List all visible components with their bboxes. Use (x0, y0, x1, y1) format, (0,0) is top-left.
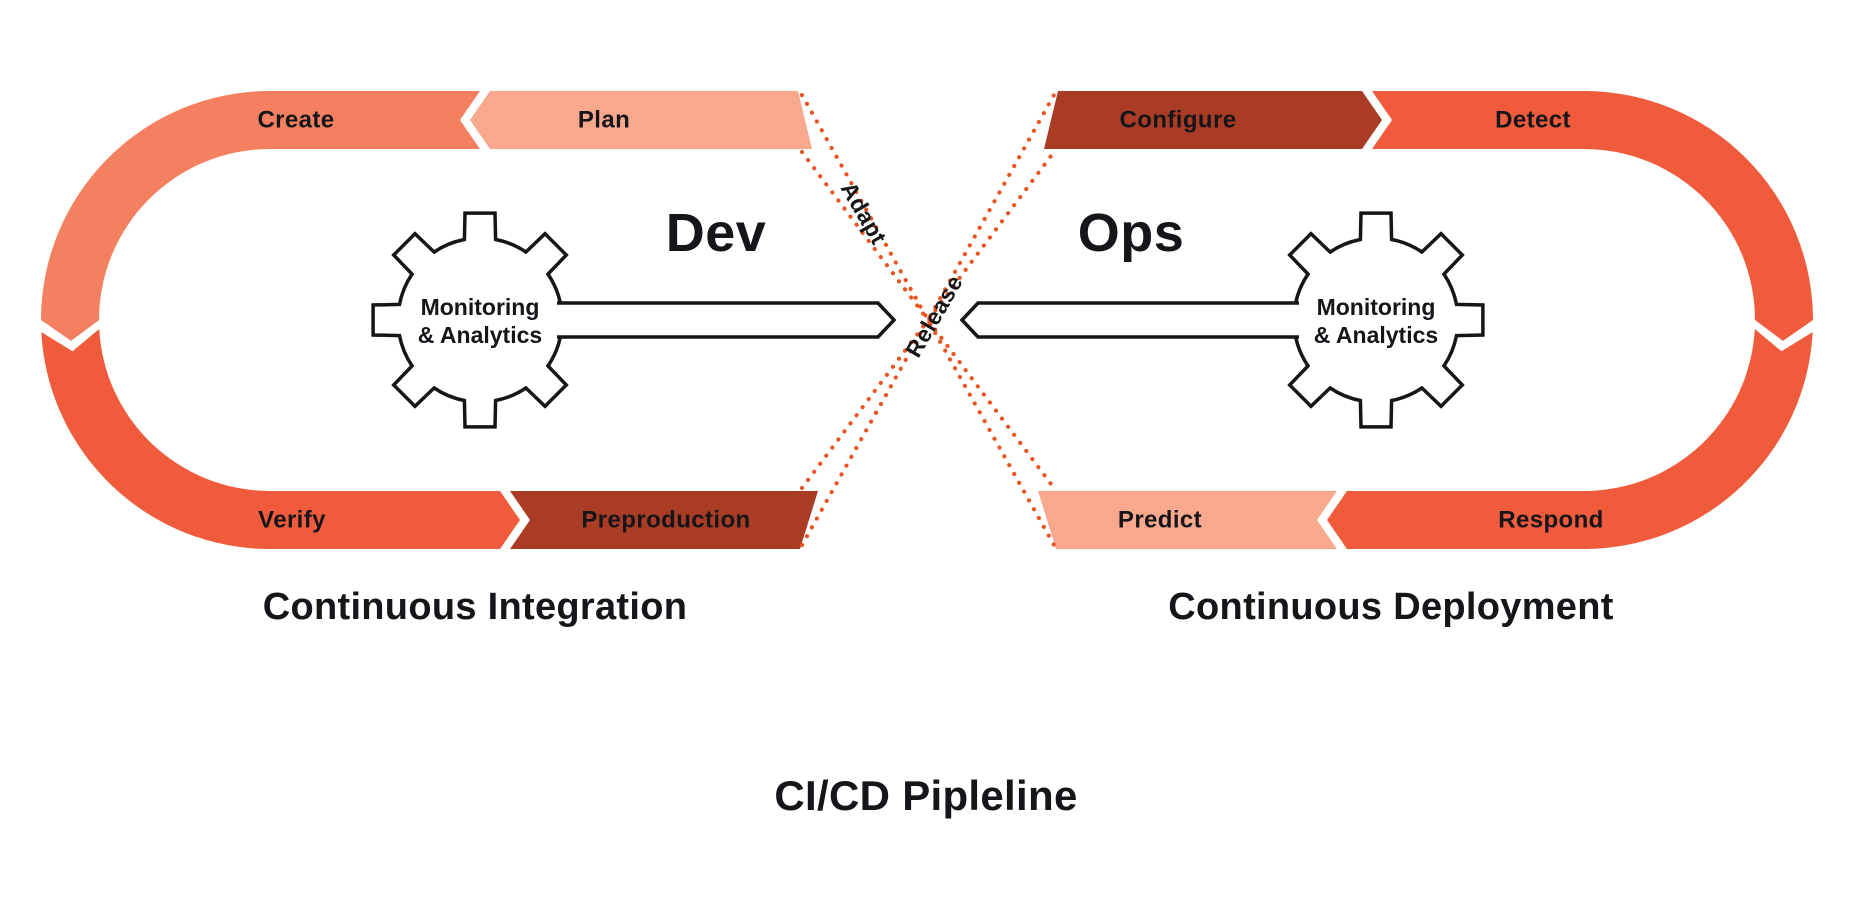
segment-create (41, 91, 480, 341)
segment-label-verify: Verify (258, 507, 326, 534)
release-dotted-line-2 (799, 149, 1057, 491)
ops-gear-icon (1287, 211, 1485, 429)
dev-gear-shaft-fill (545, 303, 894, 337)
segment-plan (470, 91, 812, 149)
crossing-connectors (799, 92, 1057, 548)
ops-gear-label-line1: Monitoring (1317, 294, 1436, 320)
dev-loop (41, 91, 818, 549)
continuous-integration-caption: Continuous Integration (263, 586, 688, 628)
segment-detect (1372, 91, 1813, 341)
segment-respond (1327, 329, 1813, 549)
adapt-label: Adapt (836, 177, 892, 249)
diagram-title: CI/CD Pipleline (774, 772, 1077, 819)
segment-label-configure: Configure (1120, 107, 1237, 134)
dev-gear-label-line2: & Analytics (418, 322, 542, 348)
segment-label-create: Create (257, 107, 334, 134)
segment-label-plan: Plan (578, 107, 630, 134)
segment-configure (1044, 91, 1382, 149)
segment-label-predict: Predict (1118, 507, 1202, 534)
dev-gear-icon (371, 211, 569, 429)
segment-label-detect: Detect (1495, 107, 1571, 134)
segment-label-preproduction: Preproduction (581, 507, 750, 534)
ops-loop (1038, 91, 1813, 549)
segment-label-respond: Respond (1498, 507, 1603, 534)
segment-verify (41, 329, 521, 549)
segment-predict (1038, 491, 1337, 549)
release-label: Release (900, 270, 968, 361)
dev-label: Dev (666, 203, 767, 263)
segment-preproduction (510, 491, 818, 549)
ops-gear-shaft-fill (962, 303, 1311, 337)
ops-gear-shaft (959, 301, 1299, 339)
ops-gear-label-line2: & Analytics (1314, 322, 1438, 348)
continuous-deployment-caption: Continuous Deployment (1168, 586, 1613, 628)
dev-gear-shaft (557, 301, 897, 339)
dev-gear-label-line1: Monitoring (421, 294, 540, 320)
ops-label: Ops (1078, 203, 1185, 263)
